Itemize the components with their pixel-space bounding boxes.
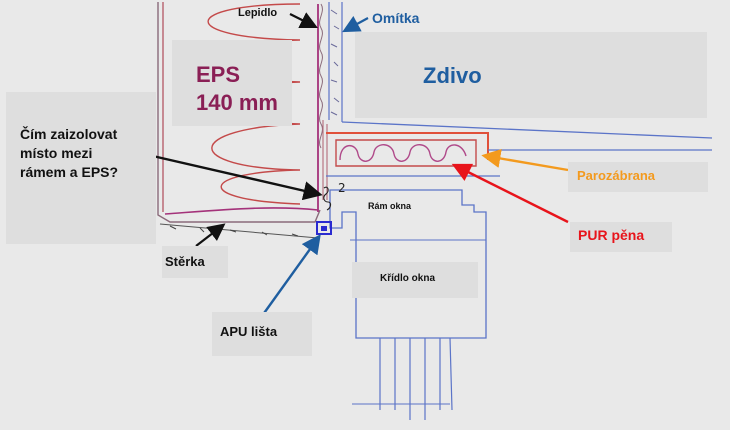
question-line-1: Čím zaizolovat	[20, 126, 118, 142]
label-omitka: Omítka	[372, 10, 420, 26]
question-line-3: rámem a EPS?	[20, 164, 119, 180]
zdivo-label-box	[355, 32, 707, 118]
apu-label-box	[212, 312, 312, 356]
label-pur-pena: PUR pěna	[578, 227, 645, 243]
arrow-pur	[451, 163, 569, 224]
label-number-two: 2	[338, 181, 346, 195]
arrow-apu	[261, 234, 321, 317]
arrow-sterka	[195, 223, 226, 247]
arrow-question	[143, 152, 323, 201]
label-kridlo-okna: Křídlo okna	[380, 273, 436, 284]
label-lepidlo: Lepidlo	[238, 7, 278, 19]
arrow-lepidlo	[289, 12, 318, 28]
label-sterka: Stěrka	[165, 254, 205, 269]
parozabrana-label-box	[568, 162, 708, 192]
arrow-parozabrana	[481, 148, 569, 172]
label-ram-okna: Rám okna	[368, 201, 412, 211]
question-label-box	[6, 92, 156, 244]
question-line-2: místo mezi	[20, 145, 93, 161]
label-eps-thickness: 140 mm	[196, 90, 278, 115]
adhesive-plaster-layer	[319, 2, 343, 200]
pur-label-box	[570, 222, 672, 252]
kridlo-label-box	[352, 262, 478, 298]
label-eps: EPS	[196, 62, 241, 87]
label-apu-lista: APU lišta	[220, 324, 278, 339]
label-zdivo: Zdivo	[423, 63, 482, 88]
eps-block	[157, 2, 321, 223]
arrow-omitka	[342, 15, 369, 33]
label-parozabrana: Parozábrana	[577, 168, 656, 183]
sterka-label-box	[162, 246, 228, 278]
apu-bead-detail	[159, 186, 332, 239]
eps-label-box	[172, 40, 292, 126]
masonry-and-frame-top	[326, 121, 713, 420]
